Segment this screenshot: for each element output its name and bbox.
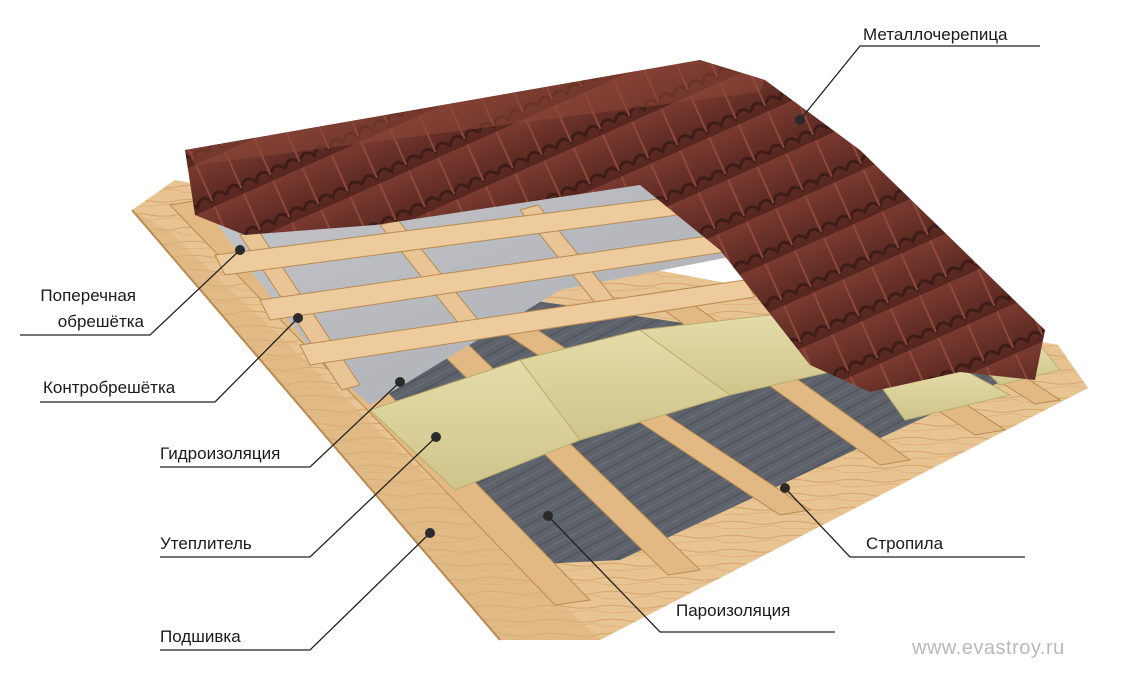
label-counter-batten: Контробрешётка [43, 378, 176, 397]
label-soffit: Подшивка [160, 627, 241, 646]
label-waterproofing: Гидроизоляция [160, 444, 280, 463]
label-cross-batten-line1: Поперечная [40, 286, 136, 305]
leader-lines [20, 45, 1040, 651]
label-cross-batten-line2: обрешётка [58, 312, 145, 331]
cross-battens [214, 194, 756, 366]
watermark-url: www.evastroy.ru [911, 637, 1065, 659]
label-rafters: Стропила [866, 534, 944, 553]
metal-tile-roofing [185, 60, 1045, 392]
label-insulation: Утеплитель [160, 534, 252, 553]
label-metal-tile: Металлочерепица [863, 25, 1008, 44]
label-vapor-barrier: Пароизоляция [676, 601, 790, 620]
